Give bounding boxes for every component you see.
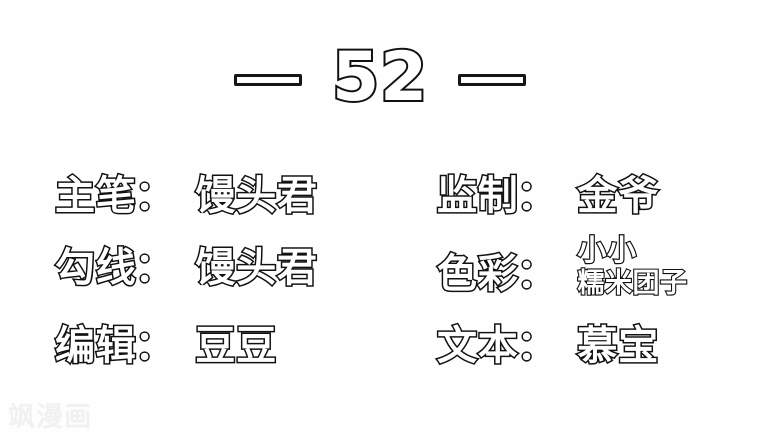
credit-label: 色彩 xyxy=(436,251,520,297)
credit-entry-wenben: 文本 ： 慕宝 xyxy=(436,318,660,374)
credit-colon: ： xyxy=(515,173,558,219)
credit-row: 勾线 ： 馒头君 色彩 ： 小小 糯米团子 xyxy=(0,234,760,302)
credit-entry-zhubi: 主笔 ： 馒头君 xyxy=(54,168,319,224)
credit-value: 豆豆 xyxy=(194,323,278,369)
credit-row: 编辑 ： 豆豆 文本 ： 慕宝 xyxy=(0,318,760,380)
credit-value-stack: 小小 糯米团子 xyxy=(576,233,688,299)
credit-value: 馒头君 xyxy=(194,173,319,219)
chapter-number: 52 xyxy=(330,38,429,117)
right-dash-icon xyxy=(458,74,526,86)
credit-label: 文本 xyxy=(436,323,520,369)
credit-row: 主笔 ： 馒头君 监制 ： 金爷 xyxy=(0,168,760,230)
site-watermark: 飒漫画 xyxy=(8,402,93,433)
credits-block: 主笔 ： 馒头君 监制 ： 金爷 勾线 ： 馒头君 色彩 ： 小小 xyxy=(0,168,760,383)
credit-entry-bianji: 编辑 ： 豆豆 xyxy=(54,318,278,374)
credit-label: 勾线 xyxy=(54,245,138,291)
credit-colon: ： xyxy=(515,323,558,369)
credit-value-line-1: 小小 xyxy=(576,233,637,267)
credit-colon: ： xyxy=(133,323,176,369)
credit-colon: ： xyxy=(133,173,176,219)
credit-entry-secai: 色彩 ： 小小 糯米团子 xyxy=(436,234,689,312)
credit-colon: ： xyxy=(133,245,176,291)
credit-value: 馒头君 xyxy=(194,245,319,291)
credit-label: 主笔 xyxy=(54,173,138,219)
credit-value: 金爷 xyxy=(576,173,660,219)
credit-entry-gouxian: 勾线 ： 馒头君 xyxy=(54,240,319,296)
credit-label: 监制 xyxy=(436,173,520,219)
chapter-header: 52 xyxy=(0,38,760,117)
credit-colon: ： xyxy=(515,251,558,297)
credit-entry-jianzhi: 监制 ： 金爷 xyxy=(436,168,660,224)
left-dash-icon xyxy=(234,74,302,86)
credit-value: 慕宝 xyxy=(576,323,660,369)
credit-label: 编辑 xyxy=(54,323,138,369)
credit-value-line-2: 糯米团子 xyxy=(576,268,688,299)
